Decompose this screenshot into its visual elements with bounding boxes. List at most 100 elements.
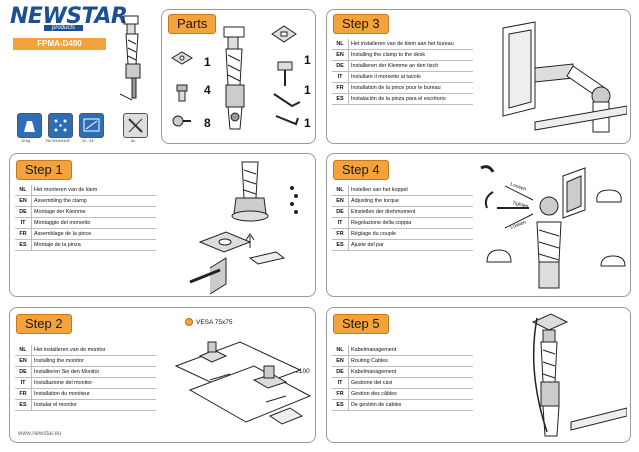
part-qty-screw: 8 [204,116,211,130]
instruction-text: Ajuste del par [348,239,473,251]
instruction-text: Routing Cables [348,355,473,367]
step3-desk-mount-illustration [502,21,627,133]
lang-code: EN [332,195,349,207]
lang-code: EN [15,355,32,367]
step1-title: Step 1 [16,160,72,180]
spec-vesa-label: 75x75/100x100 [45,139,70,143]
instruction-text: Instellen van het koppel [348,185,473,196]
lang-code: NL [332,345,349,356]
step3-title: Step 3 [333,14,389,34]
step2-title: Step 2 [16,314,72,334]
instruction-text: Installing the monitor [31,355,156,367]
lang-code: FR [15,228,32,240]
spec-screen-label: 10 - 24" [82,139,95,143]
lang-code: DE [332,206,349,218]
step5-cable-illustration [531,313,627,437]
instruction-text: Het installeren van de klem aan het bure… [348,39,473,50]
instruction-text: Installing the clamp to the desk [348,49,473,61]
lang-code: FR [332,388,349,400]
instruction-text: Assembling the clamp [31,195,156,207]
allen-key-large-icon [273,93,301,108]
desk-plate-icon [171,51,193,65]
instruction-text: Installation du moniteur [31,388,156,400]
lang-code: IT [332,217,349,229]
instruction-text: Adjusting the torque [348,195,473,207]
lang-code: IT [15,217,32,229]
step2-monitor-mount-illustration [174,341,312,425]
spec-tools-label: 5x [131,139,135,143]
vesa-75-text: VESA 75x75 [196,318,233,326]
bolt-icon [176,84,188,102]
lang-code: NL [332,39,349,50]
step1-clamp-illustration [189,161,298,294]
instruction-text: Kabelmanagement [348,345,473,356]
arm-part-illustration [223,26,245,130]
instruction-text: Regolazione della coppia [348,217,473,229]
instruction-text: Assemblage de la pince [31,228,156,240]
instruction-text: Réglage du couple [348,228,473,240]
instruction-text: Installare il morsetto al tavolo [348,71,473,83]
allen-key-small-icon [275,115,299,126]
screw-icon [172,115,191,127]
lang-code: EN [332,49,349,61]
instruction-text: Instalación de la pinza para el escritor… [348,93,473,105]
parts-title: Parts [168,14,217,34]
lang-code: FR [332,82,349,94]
instruction-text: Montaggio del morsetto [31,217,156,229]
spec-weight-label: 10 kg [21,139,30,143]
lang-code: IT [332,71,349,83]
instruction-text: Het installeren van de monitor [31,345,156,356]
instruction-text: Einstellen der drehmoment [348,206,473,218]
lang-code: FR [15,388,32,400]
lang-code: FR [332,228,349,240]
part-qty-bolt: 4 [204,83,211,97]
instruction-text: Montaje de la pinza [31,239,156,251]
instruction-text: Installation de la pince pour le bureau [348,82,473,94]
lang-code: ES [332,399,349,411]
instruction-text: Kabelmanagement [348,366,473,378]
parts-panel: Parts 1 1 4 1 8 1 [161,9,316,144]
lang-code: ES [15,399,32,411]
footer-url: www.newstar.eu [18,431,62,437]
lang-code: ES [332,239,349,251]
monitor-arm-illustration [119,15,141,101]
brand-subtitle: products [44,25,84,31]
lang-code: DE [15,366,32,378]
lang-code: EN [15,195,32,207]
model-number: FPMA-D400 [13,38,106,50]
step4-title: Step 4 [333,160,389,180]
screen-size-icon [79,113,104,138]
lang-code: NL [332,185,349,196]
mounting-plate-icon [271,25,297,43]
lang-code: EN [332,355,349,367]
lang-code: NL [15,345,32,356]
part-qty-plate: 1 [304,53,311,67]
step4-torque-illustration [480,165,626,289]
